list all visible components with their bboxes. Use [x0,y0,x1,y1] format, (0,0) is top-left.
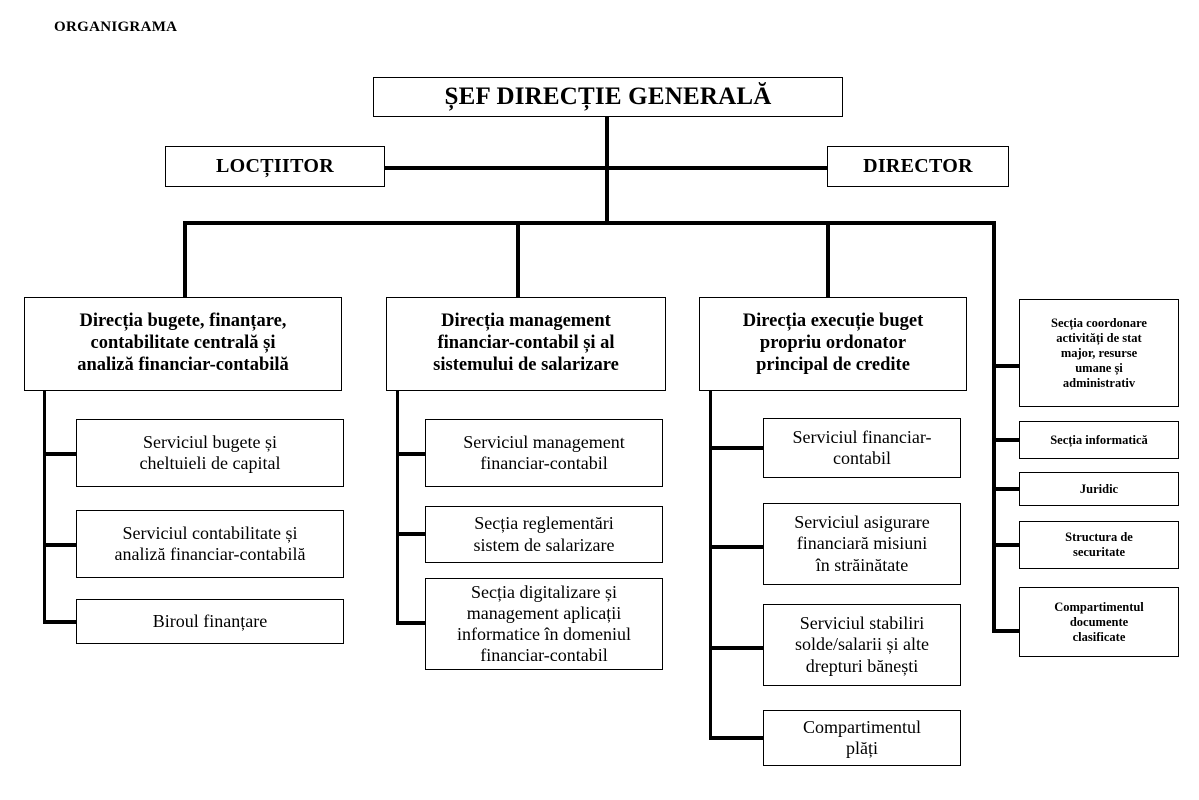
connector-col3-stub-2 [709,545,765,549]
node-staff-unit-3[interactable]: Juridic [1019,472,1179,506]
node-loctiitor[interactable]: LOCȚIITOR [165,146,385,187]
connector-drop-directorate-2 [516,221,520,299]
node-label: Compartimentul documente clasificate [1054,599,1144,644]
node-directorate-2-child-3[interactable]: Secția digitalizare și management aplica… [425,578,663,670]
node-staff-unit-5[interactable]: Compartimentul documente clasificate [1019,587,1179,657]
connector-drop-directorate-3 [826,221,830,299]
node-label: Structura de securitate [1065,530,1133,559]
node-label: Serviciul financiar- contabil [792,426,932,468]
node-director[interactable]: DIRECTOR [827,146,1009,187]
node-label: Biroul finanțare [152,610,268,631]
node-label: Direcția execuție buget propriu ordonato… [742,311,924,375]
connector-col2-spine [396,390,399,625]
node-directorate-3-child-1[interactable]: Serviciul financiar- contabil [763,418,961,478]
node-directorate-3-child-4[interactable]: Compartimentul plăți [763,710,961,766]
connector-staff-stub-5 [992,629,1020,633]
connector-col3-stub-4 [709,736,765,740]
connector-col1-spine [43,390,46,624]
connector-officers-horizontal [384,166,828,170]
connector-col2-stub-2 [396,532,427,536]
node-label: Secția informatică [1050,432,1148,447]
connector-staff-stub-3 [992,487,1020,491]
connector-staff-stub-4 [992,543,1020,547]
node-directorate-2-child-2[interactable]: Secția reglementări sistem de salarizare [425,506,663,563]
node-label: Juridic [1079,481,1119,496]
connector-col3-stub-3 [709,646,765,650]
connector-col2-stub-1 [396,452,427,456]
node-label: DIRECTOR [863,155,973,178]
connector-col3-stub-1 [709,446,765,450]
connector-col1-stub-2 [43,543,78,547]
node-directorate-2-child-1[interactable]: Serviciul management financiar-contabil [425,419,663,487]
connector-root-vertical [605,115,609,225]
connector-col2-stub-3 [396,621,427,625]
connector-staff-stub-2 [992,438,1020,442]
node-directorate-3[interactable]: Direcția execuție buget propriu ordonato… [699,297,967,391]
connector-drop-directorate-1 [183,221,187,299]
connector-col1-stub-1 [43,452,78,456]
node-label: Serviciul asigurare financiară misiuni î… [794,512,930,575]
node-label: Secția reglementări sistem de salarizare [473,513,615,555]
node-directorate-2[interactable]: Direcția management financiar-contabil ș… [386,297,666,391]
node-directorate-3-child-2[interactable]: Serviciul asigurare financiară misiuni î… [763,503,961,585]
node-label: Serviciul contabilitate și analiză finan… [114,522,306,564]
connector-main-bus [183,221,996,225]
node-label: Direcția management financiar-contabil ș… [433,311,619,375]
node-label: Serviciul stabiliri solde/salarii și alt… [795,613,929,676]
connector-staff-spine [992,221,996,633]
node-directorate-1[interactable]: Direcția bugete, finanțare, contabilitat… [24,297,342,391]
node-label: Serviciul management financiar-contabil [463,431,625,473]
node-directorate-3-child-3[interactable]: Serviciul stabiliri solde/salarii și alt… [763,604,961,686]
connector-col1-stub-3 [43,620,78,624]
page-title: ORGANIGRAMA [54,19,178,35]
node-label: Compartimentul plăți [803,716,921,758]
node-label: ȘEF DIRECȚIE GENERALĂ [444,83,772,110]
node-label: Secția digitalizare și management aplica… [457,581,631,666]
node-directorate-1-child-2[interactable]: Serviciul contabilitate și analiză finan… [76,510,344,578]
connector-col3-spine [709,390,712,739]
node-staff-unit-1[interactable]: Secția coordonare activități de stat maj… [1019,299,1179,407]
node-directorate-1-child-3[interactable]: Biroul finanțare [76,599,344,644]
node-label: Direcția bugete, finanțare, contabilitat… [77,311,289,375]
node-label: LOCȚIITOR [216,155,334,178]
node-label: Serviciul bugete și cheltuieli de capita… [139,431,281,473]
node-label: Secția coordonare activități de stat maj… [1051,315,1147,390]
node-sef-directie-generala[interactable]: ȘEF DIRECȚIE GENERALĂ [373,77,843,117]
node-staff-unit-4[interactable]: Structura de securitate [1019,521,1179,569]
connector-staff-stub-1 [992,364,1020,368]
node-directorate-1-child-1[interactable]: Serviciul bugete și cheltuieli de capita… [76,419,344,487]
node-staff-unit-2[interactable]: Secția informatică [1019,421,1179,459]
